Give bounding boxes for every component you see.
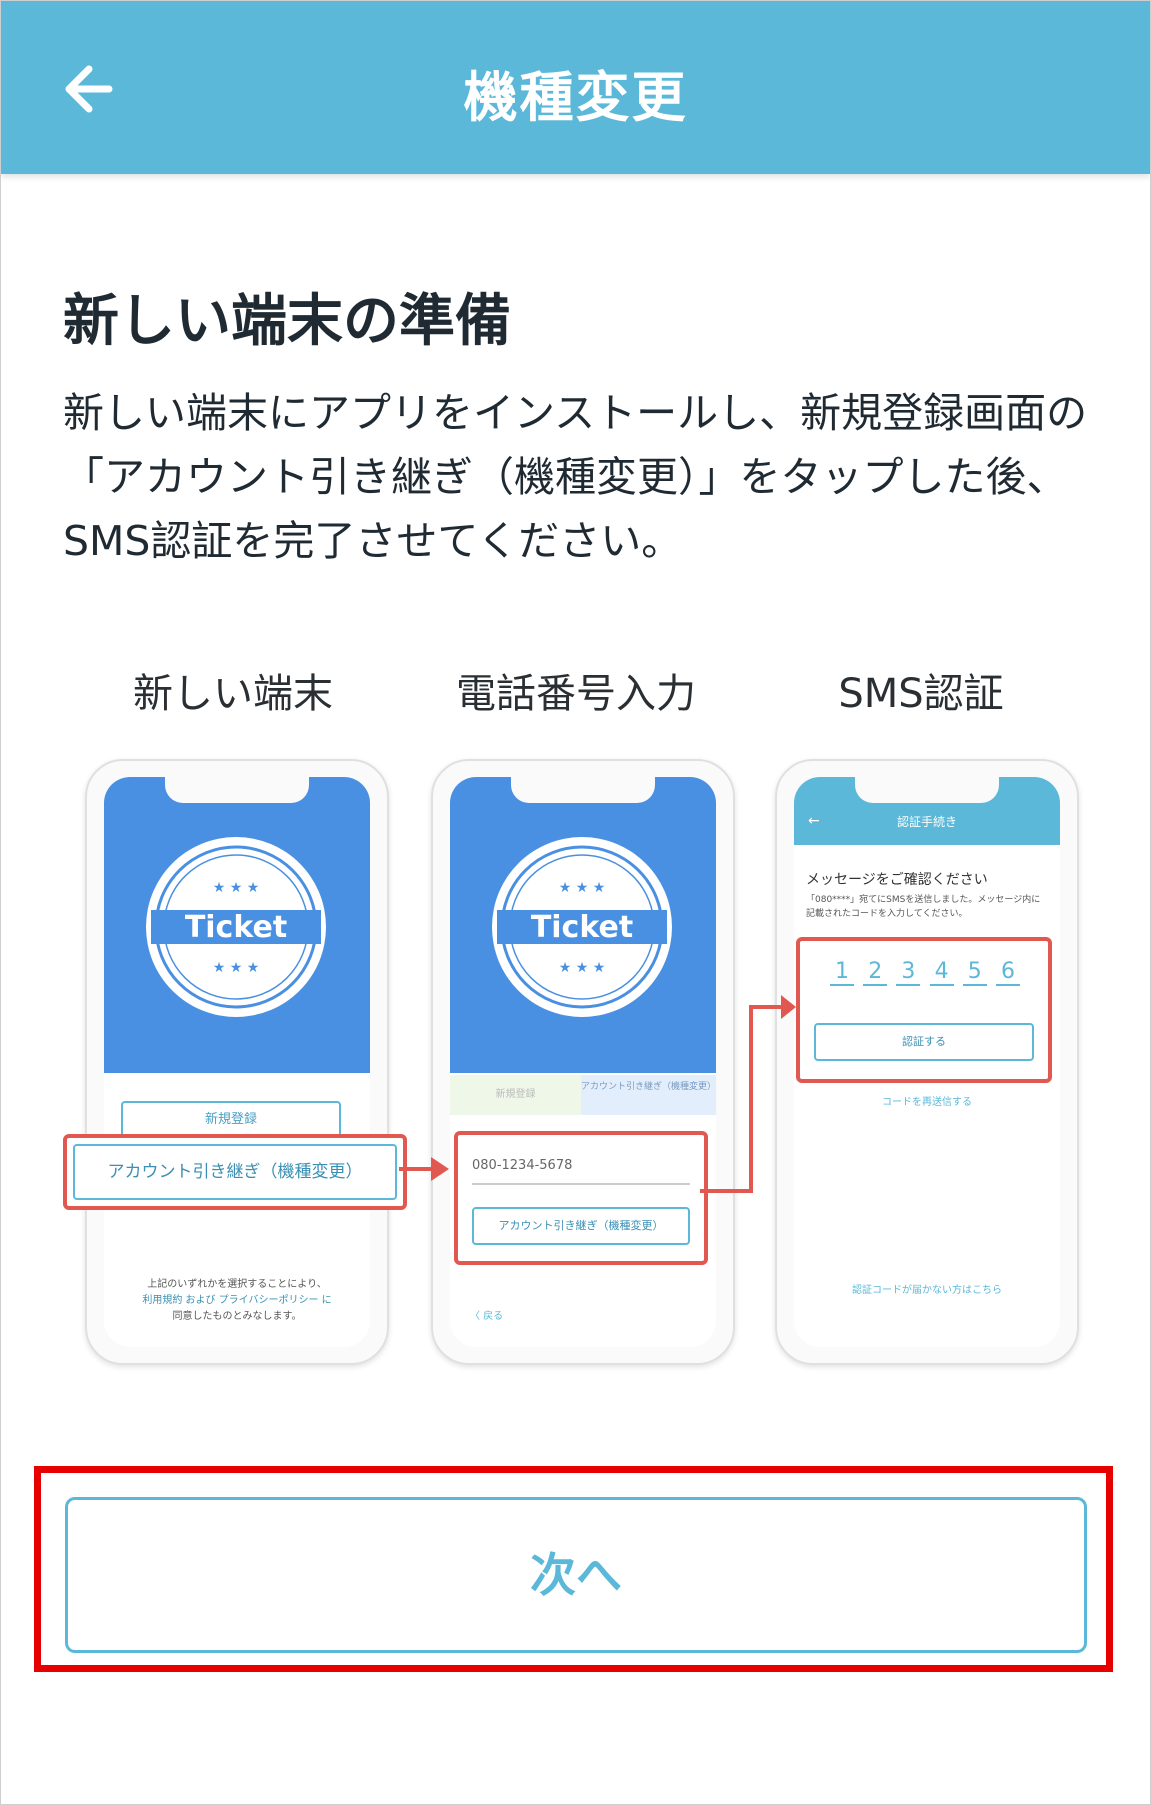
verify-button[interactable]: 認証する <box>814 1023 1034 1061</box>
section-description: 新しい端末にアプリをインストールし、新規登録画面の「アカウント引き継ぎ（機種変更… <box>63 389 1088 565</box>
phone-illustration-phone-input: Ticket ★ ★ ★ ★ ★ ★ 新規登録 アカウント引き継ぎ（機種変更） … <box>431 759 735 1365</box>
terms-text-line2: 利用規約 および プライバシーポリシー に <box>142 1295 332 1306</box>
ticket-logo-text: Ticket <box>531 910 633 945</box>
phone-notch <box>855 777 999 803</box>
svg-text:★ ★ ★: ★ ★ ★ <box>559 960 606 976</box>
code-digit: 6 <box>995 959 1020 986</box>
help-link[interactable]: 認証コードが届かない方はこちら <box>852 1285 1002 1296</box>
code-digit: 4 <box>929 959 954 986</box>
arrow-left-icon[interactable]: ← <box>808 813 820 829</box>
svg-text:★ ★ ★: ★ ★ ★ <box>213 960 260 976</box>
message-title: メッセージをご確認ください <box>806 872 988 888</box>
flow-arrows <box>399 995 796 1193</box>
phone-notch <box>165 777 309 803</box>
code-digit: 2 <box>863 959 888 986</box>
ticket-logo-text: Ticket <box>185 910 287 945</box>
app-header: 機種変更 <box>1 1 1150 174</box>
code-digit: 3 <box>896 959 921 986</box>
phone-number-field[interactable]: 080-1234-5678 <box>472 1149 690 1185</box>
resend-link[interactable]: コードを再送信する <box>882 1097 972 1108</box>
ticket-logo-icon: Ticket ★ ★ ★ ★ ★ ★ <box>492 837 672 1017</box>
next-button[interactable]: 次へ <box>65 1497 1087 1653</box>
app-splash: Ticket ★ ★ ★ ★ ★ ★ <box>104 777 370 1073</box>
step-label-sms-auth: SMS認証 <box>838 671 1004 717</box>
transfer-button-illustration[interactable]: アカウント引き継ぎ（機種変更） <box>472 1207 690 1245</box>
highlight-code-input: 1 2 3 4 5 6 認証する <box>796 937 1052 1083</box>
arrow-left-icon[interactable] <box>59 61 115 117</box>
next-button-highlight <box>34 1466 1113 1672</box>
ticket-logo-icon: Ticket ★ ★ ★ ★ ★ ★ <box>146 837 326 1017</box>
auth-title: 認証手続き <box>896 815 957 829</box>
tab-transfer[interactable]: アカウント引き継ぎ（機種変更） <box>581 1075 716 1115</box>
app-splash: Ticket ★ ★ ★ ★ ★ ★ <box>450 777 716 1073</box>
arrow-right-icon <box>700 995 796 1193</box>
phone-notch <box>511 777 655 803</box>
section-heading: 新しい端末の準備 <box>63 289 511 354</box>
code-digit: 1 <box>830 959 854 986</box>
auth-header: ← 認証手続き <box>794 777 1060 845</box>
code-digit: 5 <box>962 959 987 986</box>
step-label-new-device: 新しい端末 <box>133 671 333 717</box>
svg-text:★ ★ ★: ★ ★ ★ <box>213 880 260 896</box>
step-label-phone-input: 電話番号入力 <box>456 671 696 717</box>
phone-illustration-new-device: Ticket ★ ★ ★ ★ ★ ★ 新規登録 上記のいずれかを選択することによ… <box>85 759 389 1365</box>
message-body: 「080****」宛てにSMSを送信しました。メッセージ内に記載されたコードを入… <box>806 895 1041 919</box>
highlight-phone-input: 080-1234-5678 アカウント引き継ぎ（機種変更） <box>454 1131 708 1265</box>
terms-text-line3: 同意したものとみなします。 <box>172 1311 302 1322</box>
terms-text-line1: 上記のいずれかを選択することにより、 <box>147 1279 327 1290</box>
transfer-button-illustration[interactable]: アカウント引き継ぎ（機種変更） <box>73 1144 397 1200</box>
svg-text:★ ★ ★: ★ ★ ★ <box>559 880 606 896</box>
page-title: 機種変更 <box>463 66 688 129</box>
tab-register[interactable]: 新規登録 <box>450 1075 581 1115</box>
highlight-transfer-button: アカウント引き継ぎ（機種変更） <box>63 1134 407 1210</box>
back-link[interactable]: 〈 戻る <box>470 1311 504 1322</box>
code-input-row[interactable]: 1 2 3 4 5 6 <box>830 959 1020 986</box>
phone-screen: Ticket ★ ★ ★ ★ ★ ★ 新規登録 上記のいずれかを選択することによ… <box>104 777 370 1347</box>
arrow-right-icon <box>399 1157 449 1181</box>
